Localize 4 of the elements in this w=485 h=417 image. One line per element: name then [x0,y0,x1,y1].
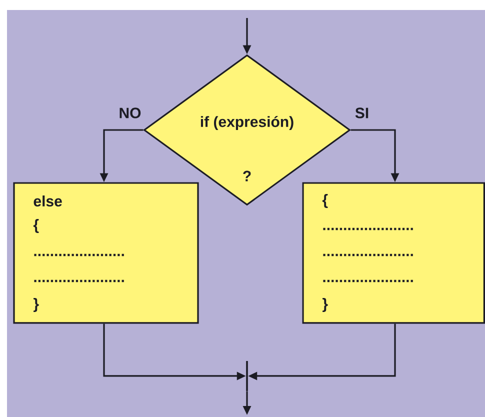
edge-label: SI [354,106,370,120]
process-box: else { ...................... ...................... } [13,182,199,324]
edge-label: NO [118,106,142,120]
process-box: { ...................... ...................... ...................... } [302,182,485,324]
